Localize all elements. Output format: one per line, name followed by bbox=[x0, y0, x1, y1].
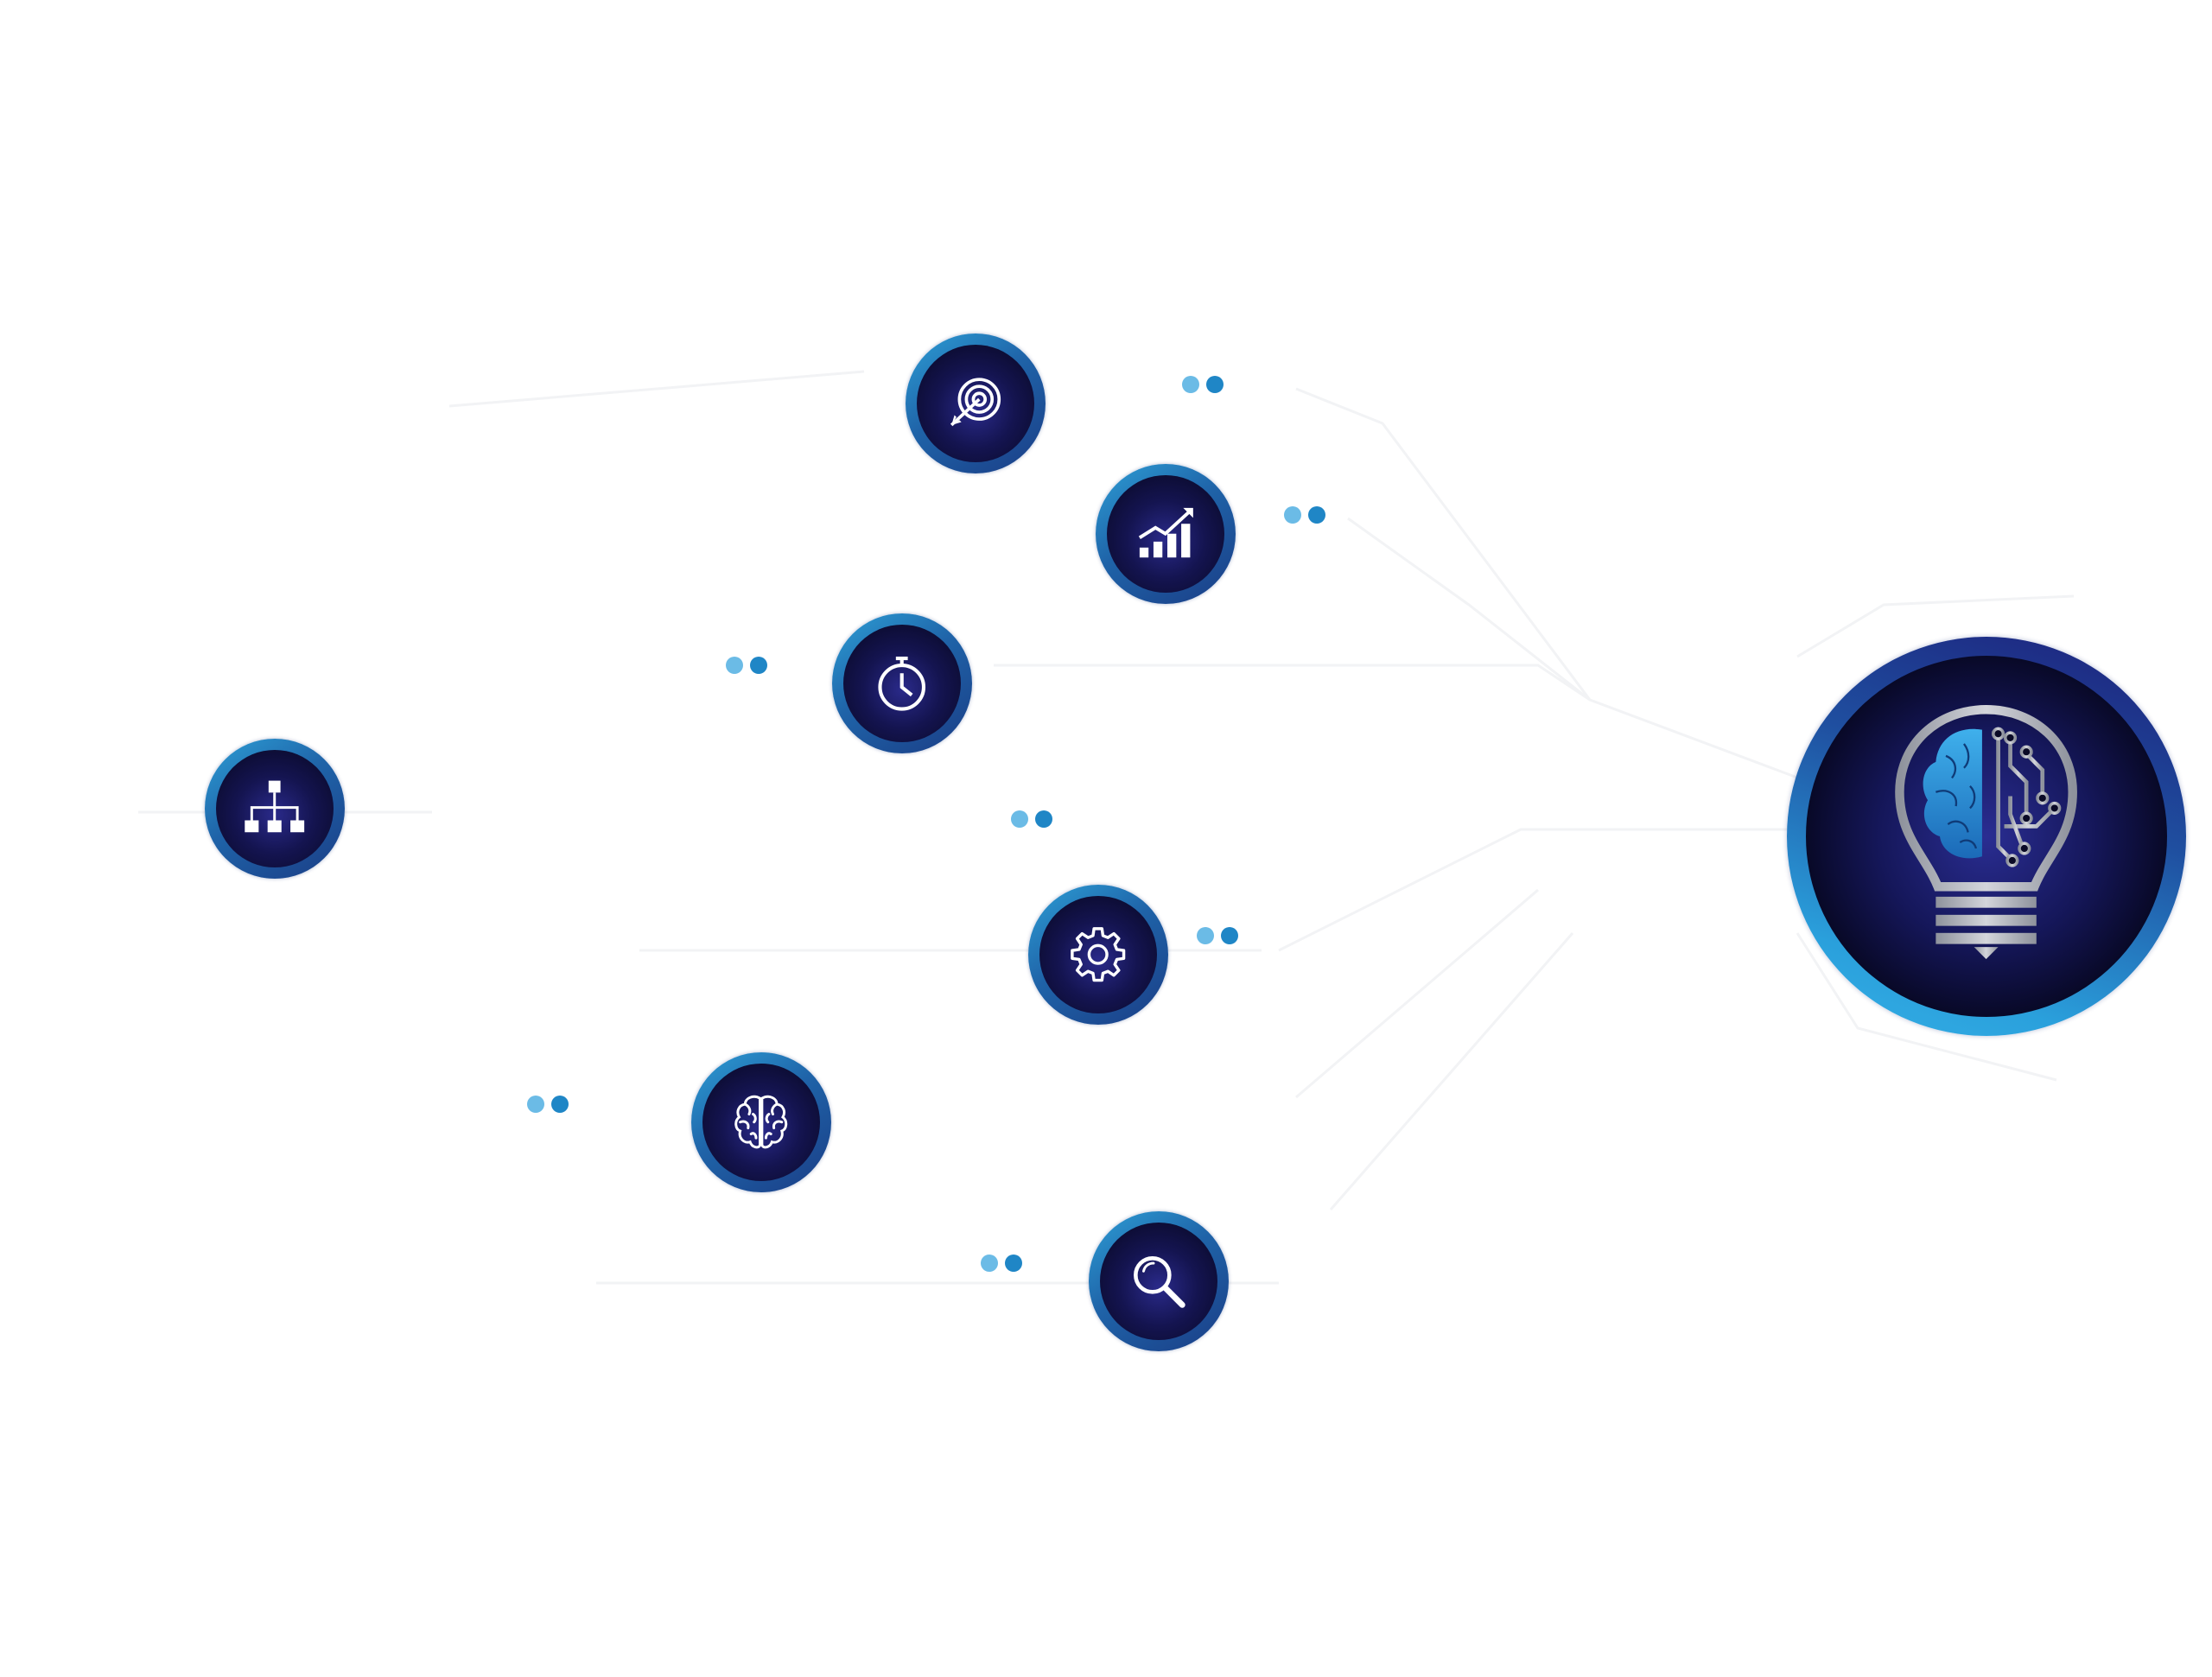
connector-dots bbox=[1284, 506, 1331, 524]
org-chart-icon bbox=[245, 780, 305, 833]
brain-icon bbox=[734, 1096, 788, 1149]
connector-dots bbox=[527, 1096, 574, 1113]
connector-dots bbox=[726, 657, 772, 674]
connector-dots bbox=[1197, 927, 1243, 944]
hub-node bbox=[1787, 637, 2186, 1036]
stopwatch-node bbox=[832, 613, 972, 753]
target-node bbox=[906, 333, 1046, 473]
growth-chart-icon bbox=[1139, 508, 1194, 558]
stopwatch-icon bbox=[878, 657, 926, 711]
target-icon bbox=[950, 378, 1001, 427]
search-node bbox=[1089, 1211, 1229, 1351]
gear-icon bbox=[1071, 927, 1126, 982]
brain-node bbox=[691, 1052, 831, 1192]
connector-dots bbox=[981, 1255, 1027, 1272]
connector-dots bbox=[1011, 810, 1058, 828]
gear-node bbox=[1028, 885, 1168, 1025]
magnifier-icon bbox=[1134, 1256, 1185, 1308]
connector-dots bbox=[1182, 376, 1229, 393]
lightbulb-brain-circuit-icon bbox=[1895, 705, 2078, 960]
hierarchy-node bbox=[205, 739, 345, 879]
growth-node bbox=[1096, 464, 1236, 604]
